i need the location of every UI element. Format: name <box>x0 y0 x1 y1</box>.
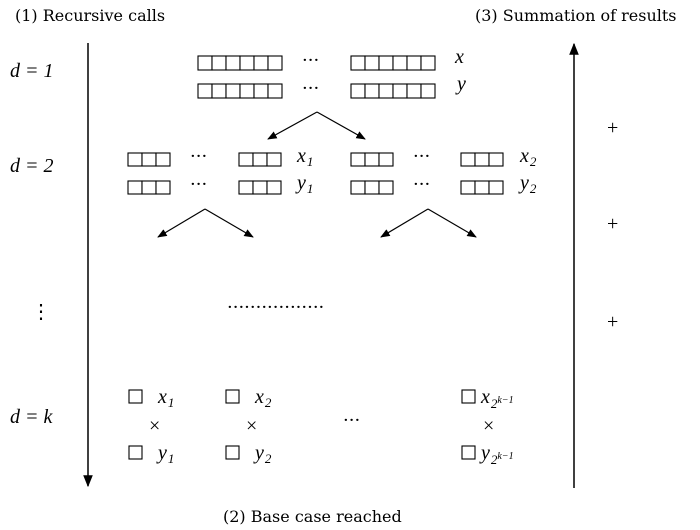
hdots: ··· <box>302 78 319 99</box>
array-cell <box>350 180 366 195</box>
array-cell <box>460 180 476 195</box>
array-cell <box>267 55 283 71</box>
array-cell <box>252 152 268 167</box>
var-y: y <box>455 73 466 95</box>
hdots: ··· <box>413 174 430 195</box>
depth-label-1: d = 1 <box>10 60 54 82</box>
hdots: ··· <box>190 146 207 167</box>
split-arrow-right <box>316 111 366 140</box>
level-2-arrays <box>127 152 504 195</box>
array-cell <box>378 55 394 71</box>
depth-label-2: d = 2 <box>10 155 54 177</box>
array-cell <box>406 55 422 71</box>
caption-summation: (3) Summation of results <box>475 6 677 25</box>
array-cell <box>197 83 213 99</box>
hdots: ··· <box>413 146 430 167</box>
array-cell <box>488 152 504 167</box>
long-dots: ················· <box>227 297 324 318</box>
array-cell <box>211 55 227 71</box>
array-cell <box>238 180 254 195</box>
var-x2: x2 <box>519 145 537 169</box>
depth-label-k: d = k <box>10 406 53 428</box>
array-cell <box>474 180 490 195</box>
array-cell <box>461 445 476 460</box>
array-cell <box>141 152 157 167</box>
array-cell <box>239 55 255 71</box>
array-cell <box>155 180 171 195</box>
var-x2-base: x2 <box>254 386 272 410</box>
array-cell <box>253 55 269 71</box>
array-cell <box>461 389 476 404</box>
array-cell <box>350 83 366 99</box>
split-arrow-left <box>157 208 206 238</box>
hdots: ··· <box>190 174 207 195</box>
array-cell <box>350 55 366 71</box>
array-cell <box>364 180 380 195</box>
level-1-arrays <box>197 55 436 99</box>
var-y-last-base: y2k−1 <box>479 442 514 467</box>
plus-sign: + <box>607 117 618 139</box>
array-cell <box>378 180 394 195</box>
times-sign: × <box>246 415 257 437</box>
array-cell <box>253 83 269 99</box>
array-cell <box>420 55 436 71</box>
array-cell <box>239 83 255 99</box>
times-sign: × <box>149 415 160 437</box>
split-arrow-right <box>427 208 477 238</box>
array-cell <box>266 180 282 195</box>
array-cell <box>378 83 394 99</box>
split-arrow-left <box>267 111 318 140</box>
array-cell <box>406 83 422 99</box>
var-x-last-base: x2k−1 <box>480 386 514 411</box>
array-cell <box>378 152 394 167</box>
plus-sign: + <box>607 311 618 333</box>
array-cell <box>364 55 380 71</box>
array-cell <box>238 152 254 167</box>
var-y2: y2 <box>518 172 537 196</box>
array-cell <box>211 83 227 99</box>
array-cell <box>488 180 504 195</box>
hdots: ··· <box>343 410 360 431</box>
array-cell <box>266 152 282 167</box>
array-cell <box>127 180 143 195</box>
array-cell <box>392 55 408 71</box>
var-y2-base: y2 <box>253 442 272 466</box>
hdots: ··· <box>302 50 319 71</box>
array-cell <box>225 83 241 99</box>
array-cell <box>225 389 240 404</box>
array-cell <box>364 83 380 99</box>
array-cell <box>267 83 283 99</box>
array-cell <box>197 55 213 71</box>
array-cell <box>474 152 490 167</box>
array-cell <box>127 152 143 167</box>
var-x1-base: x1 <box>157 386 174 410</box>
var-x: x <box>454 46 464 68</box>
split-arrow-left <box>380 208 429 238</box>
var-y1: y1 <box>295 172 313 196</box>
split-arrow-right <box>204 208 254 238</box>
caption-base-case: (2) Base case reached <box>223 507 402 526</box>
array-cell <box>350 152 366 167</box>
caption-recursive-calls: (1) Recursive calls <box>15 6 165 25</box>
plus-sign: + <box>607 213 618 235</box>
array-cell <box>364 152 380 167</box>
array-cell <box>128 389 143 404</box>
array-cell <box>225 55 241 71</box>
array-cell <box>420 83 436 99</box>
array-cell <box>141 180 157 195</box>
vertical-dots: ⋮ <box>31 301 51 323</box>
array-cell <box>155 152 171 167</box>
times-sign: × <box>483 415 494 437</box>
array-cell <box>252 180 268 195</box>
array-cell <box>128 445 143 460</box>
var-y1-base: y1 <box>156 442 174 466</box>
var-x1: x1 <box>296 145 313 169</box>
array-cell <box>225 445 240 460</box>
array-cell <box>460 152 476 167</box>
base-case-cells <box>128 389 476 460</box>
array-cell <box>392 83 408 99</box>
